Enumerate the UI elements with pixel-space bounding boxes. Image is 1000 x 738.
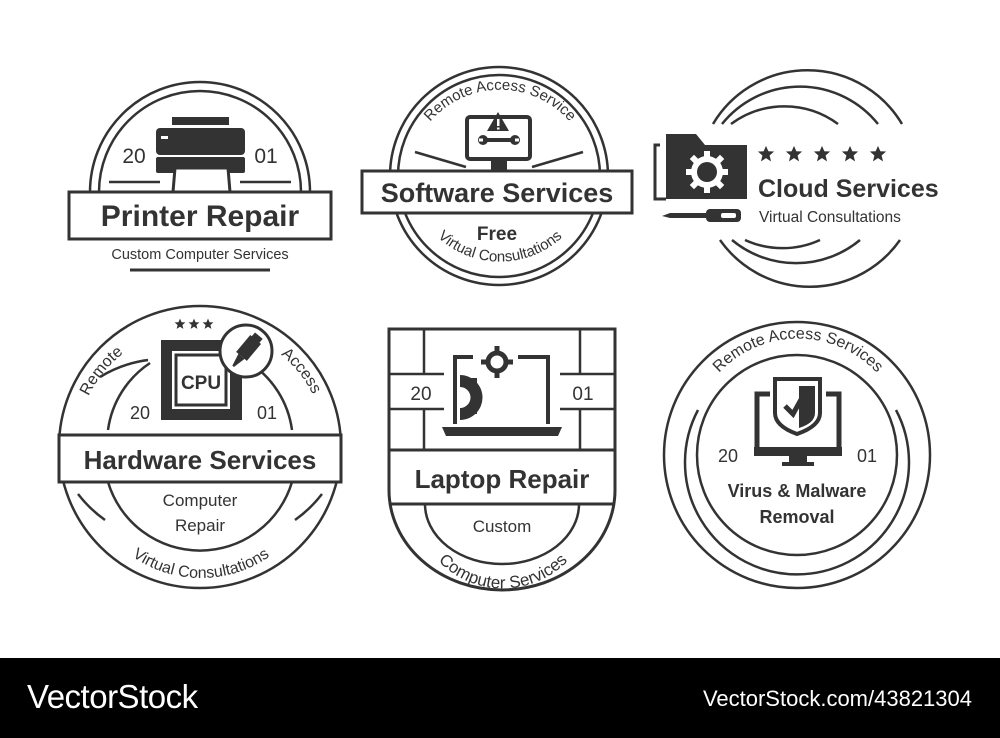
arc-top-text: Remote Access Services [710, 326, 886, 376]
cpu-label: CPU [181, 373, 221, 394]
arc-bottom-text: Computer Services [435, 550, 570, 593]
line-2: Repair [175, 516, 225, 535]
arc-left-text: Remote [77, 343, 126, 398]
year-left: 20 [122, 145, 145, 168]
badge-sheet: 20 01 Printer Repair Custom Computer Ser… [57, 65, 939, 593]
year-right: 01 [254, 145, 277, 168]
monitor-shield-icon [754, 377, 842, 466]
year-left: 20 [718, 446, 738, 466]
line-1: Virus & Malware [728, 481, 867, 501]
year-right: 01 [257, 403, 277, 423]
year-left: 20 [130, 403, 150, 423]
laptop-gears-icon [442, 346, 562, 436]
printer-icon [156, 117, 245, 194]
badge-title: Laptop Repair [415, 464, 590, 494]
year-right: 01 [572, 384, 593, 405]
year-left: 20 [410, 384, 431, 405]
badge-subtitle: Custom Computer Services [111, 247, 288, 263]
rating-stars [757, 145, 887, 162]
watermark-footer: VectorStock VectorStock.com/43821304 [0, 658, 1000, 738]
badge-cloud-services: Cloud Services Virtual Consultations [653, 69, 939, 288]
brand-logo: VectorStock [27, 678, 198, 715]
line-1: Custom [473, 517, 532, 536]
badge-title: Cloud Services [758, 175, 939, 203]
monitor-warning-wrench-icon [465, 112, 532, 170]
badge-software-services: Remote Access Service Software Services … [360, 65, 634, 287]
line-1: Computer [163, 491, 238, 510]
rating-stars [174, 318, 214, 329]
year-right: 01 [857, 446, 877, 466]
badge-title: Printer Repair [101, 200, 300, 233]
free-label: Free [477, 224, 517, 245]
folder-gear-screwdriver-icon [653, 134, 747, 222]
badge-virus-malware-removal: Remote Access Services 20 01 Virus & Mal… [662, 320, 932, 590]
badge-subtitle: Virtual Consultations [759, 209, 901, 226]
cpu-thermal-paste-icon: CPU [161, 323, 274, 420]
badge-title: Software Services [381, 178, 614, 208]
badge-title: Hardware Services [84, 445, 317, 475]
badge-laptop-repair: 20 01 Laptop Repair Custom Computer Serv… [387, 327, 617, 593]
badge-printer-repair: 20 01 Printer Repair Custom Computer Ser… [67, 80, 333, 272]
image-reference: VectorStock.com/43821304 [702, 686, 972, 711]
line-2: Removal [759, 507, 834, 527]
badge-hardware-services: Remote Access CPU 20 01 Hardware Service… [57, 304, 343, 590]
